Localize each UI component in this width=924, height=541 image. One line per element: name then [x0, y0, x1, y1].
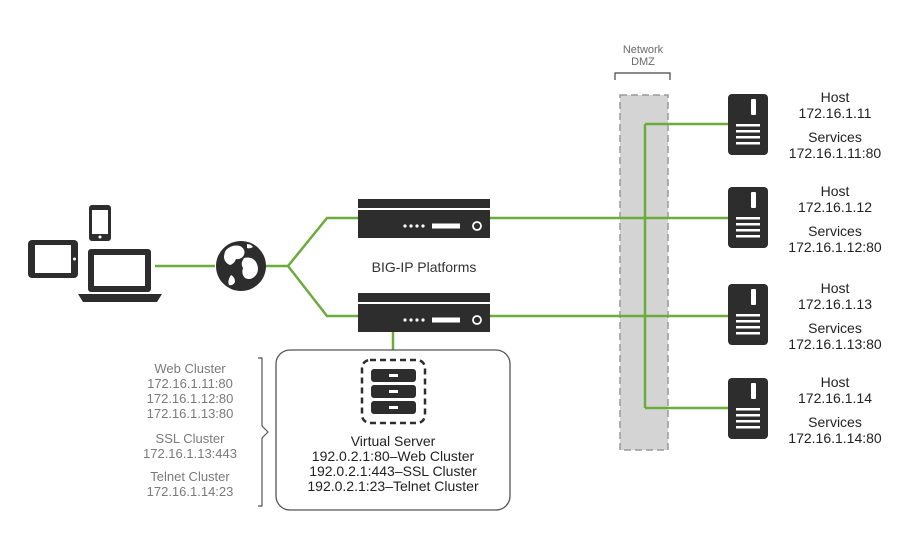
dmz-zone [614, 72, 671, 451]
host-label-3: Host 172.16.1.13 Services 172.16.1.13:80 [770, 280, 900, 352]
host-ip: 172.16.1.12 [798, 199, 872, 215]
bigip-top-icon [358, 199, 490, 238]
telnet-cluster-label: Telnet Cluster 172.16.1.14:23 [125, 469, 255, 499]
virtual-server-title: Virtual Server [350, 433, 436, 449]
bigip-platforms-label: BIG-IP Platforms [371, 259, 477, 275]
cluster-title: Web Cluster [154, 361, 226, 376]
service-address: 172.16.1.13:80 [788, 336, 882, 352]
service-address: 172.16.1.12:80 [788, 239, 882, 255]
host-label-2: Host 172.16.1.12 Services 172.16.1.12:80 [770, 183, 900, 255]
services-title: Services [808, 129, 862, 145]
host-title: Host [820, 183, 850, 199]
cluster-title: Telnet Cluster [150, 469, 230, 484]
cluster-bracket [258, 357, 269, 507]
host-server-1-icon [728, 94, 768, 155]
cluster-title: SSL Cluster [155, 431, 225, 446]
ssl-cluster-label: SSL Cluster 172.16.1.13:443 [125, 431, 255, 461]
service-address: 172.16.1.11:80 [788, 145, 882, 161]
virtual-server-entry: 192.0.2.1:80–Web Cluster [311, 448, 475, 464]
phone-icon [89, 205, 111, 241]
cluster-member: 172.16.1.14:23 [146, 484, 234, 499]
virtual-server-box [275, 349, 511, 511]
service-address: 172.16.1.14:80 [788, 430, 882, 446]
host-title: Host [820, 280, 850, 296]
cluster-member: 172.16.1.12:80 [146, 391, 234, 406]
virtual-server-entry: 192.0.2.1:443–SSL Cluster [309, 463, 477, 479]
virtual-server-label: Virtual Server 192.0.2.1:80–Web Cluster … [276, 434, 510, 494]
host-label-4: Host 172.16.1.14 Services 172.16.1.14:80 [770, 374, 900, 446]
globe-icon [216, 241, 266, 291]
network-links [155, 122, 728, 410]
network-dmz-line2: DMZ [631, 56, 655, 68]
web-cluster-label: Web Cluster 172.16.1.11:80 172.16.1.12:8… [125, 361, 255, 421]
link-globe-bigip-top [266, 216, 358, 268]
host-server-2-icon [728, 187, 768, 248]
services-title: Services [808, 414, 862, 430]
network-dmz-line1: Network [622, 44, 664, 56]
cluster-member: 172.16.1.13:443 [143, 446, 237, 461]
host-ip: 172.16.1.14 [798, 390, 872, 406]
host-title: Host [820, 374, 850, 390]
services-title: Services [808, 223, 862, 239]
virtual-server-entry: 192.0.2.1:23–Telnet Cluster [307, 478, 479, 494]
link-globe-bigip-bottom [287, 265, 358, 318]
laptop-icon [78, 249, 162, 302]
cluster-member: 172.16.1.13:80 [146, 406, 234, 421]
services-title: Services [808, 320, 862, 336]
host-ip: 172.16.1.11 [798, 105, 872, 121]
host-title: Host [820, 89, 850, 105]
tablet-icon [28, 240, 78, 278]
cluster-member: 172.16.1.11:80 [147, 376, 233, 391]
bigip-bottom-icon [358, 293, 490, 332]
virtual-server-icon [371, 369, 416, 414]
client-devices [28, 205, 162, 302]
network-dmz-label: Network DMZ [612, 44, 674, 68]
virtual-server-icon-frame [360, 358, 427, 425]
host-server-3-icon [728, 284, 768, 345]
host-server-4-icon [728, 378, 768, 439]
host-ip: 172.16.1.13 [798, 296, 872, 312]
host-label-1: Host 172.16.1.11 Services 172.16.1.11:80 [770, 89, 900, 161]
